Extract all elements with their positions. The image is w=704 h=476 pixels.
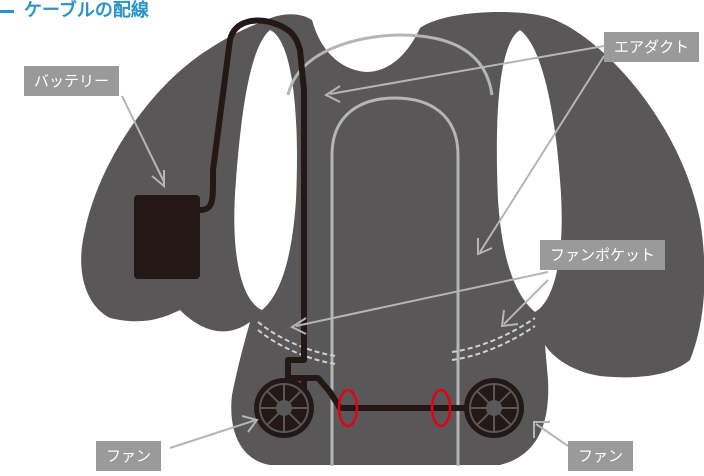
leader-fan-pocket-2	[503, 279, 549, 325]
leader-fan-right	[535, 423, 569, 447]
leader-air-duct-1	[329, 45, 605, 95]
title-text: ケーブルの配線	[24, 0, 149, 21]
fan-pocket-seam-left-2	[257, 329, 337, 365]
fan-pocket-seam-right-2	[451, 325, 536, 361]
cable	[199, 17, 466, 411]
leader-fan-pocket-1	[295, 271, 549, 327]
air-duct-outer	[286, 33, 494, 96]
fan-pocket-seam-left	[257, 321, 337, 357]
leader-battery-arrow	[151, 170, 165, 189]
left-armhole	[234, 30, 297, 310]
fan-left	[254, 378, 314, 438]
leader-battery	[121, 95, 165, 183]
battery-pack	[134, 195, 200, 279]
leader-fan-right-arrow	[533, 421, 550, 438]
diagram-title: ケーブルの配線	[0, 0, 149, 22]
leader-air-duct-2-arrow	[477, 238, 493, 256]
leader-fan-left-arrow	[241, 415, 259, 433]
connector-mark-left	[337, 388, 359, 428]
air-duct-inner	[330, 96, 460, 466]
leader-air-duct-1-arrow	[323, 85, 341, 103]
fan-left-label: ファン	[96, 441, 162, 471]
fan-right-label: ファン	[568, 441, 634, 471]
air-duct-label: エアダクト	[604, 32, 700, 62]
fan-right	[464, 378, 524, 438]
fan-pocket-label: ファンポケット	[540, 240, 666, 270]
leader-fan-left	[169, 419, 257, 449]
leader-fan-pocket-1-arrow	[289, 317, 307, 335]
fan-pocket-seam-right	[451, 317, 536, 353]
battery-label: バッテリー	[24, 66, 120, 96]
leader-air-duct-2	[479, 55, 605, 253]
connector-mark-right	[430, 388, 452, 428]
title-bar	[0, 9, 14, 13]
leader-fan-pocket-2-arrow	[500, 309, 519, 328]
